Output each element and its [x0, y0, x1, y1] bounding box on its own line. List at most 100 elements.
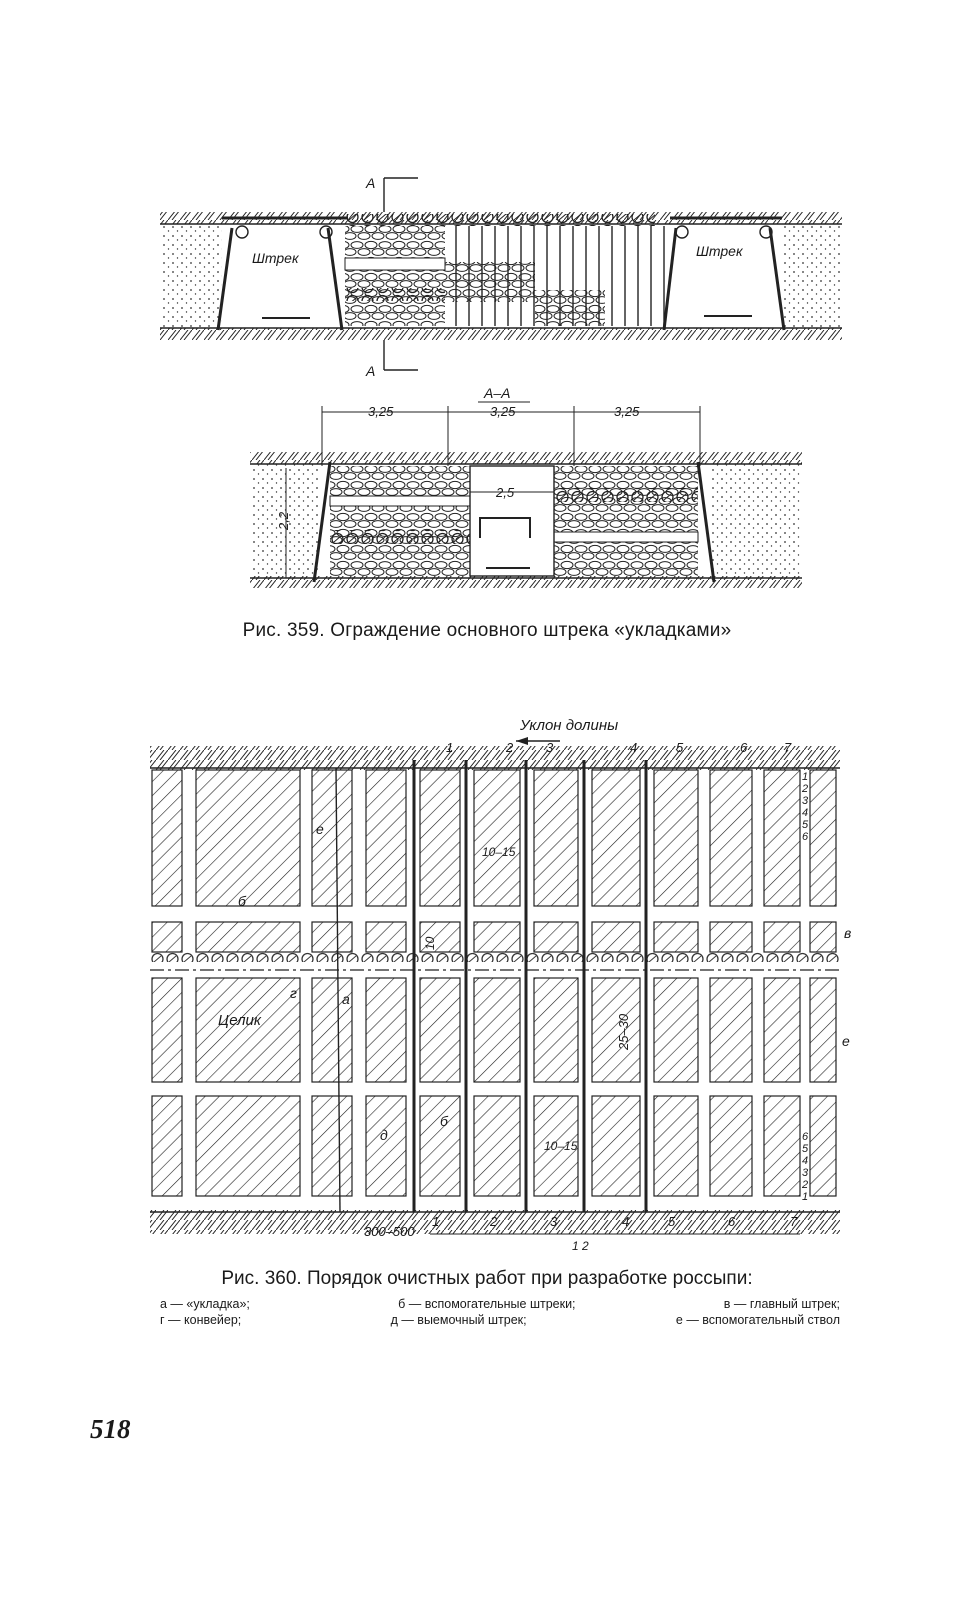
dim-10: 10	[423, 936, 437, 950]
pillar-block	[419, 977, 461, 1083]
legend-d: д — выемочный штрек;	[390, 1313, 527, 1327]
legend-b: б — вспомогательные штреки;	[398, 1297, 576, 1311]
letter-d: д	[380, 1127, 388, 1143]
pillar-block	[533, 1095, 579, 1197]
pillar-block	[809, 1095, 837, 1197]
pillar-block	[195, 977, 301, 1083]
pillar-block	[653, 977, 699, 1083]
pillar-block	[809, 977, 837, 1083]
letter-a: а	[342, 991, 350, 1007]
stage-number: 2	[489, 1214, 498, 1229]
pillar-block	[419, 1095, 461, 1197]
stage-number: 3	[802, 1167, 809, 1179]
pillar-block	[591, 921, 641, 953]
stage-number: 2	[505, 740, 514, 755]
dim-height: 2,2	[276, 511, 291, 531]
pillar-block	[809, 769, 837, 907]
page-number: 518	[90, 1414, 131, 1444]
dim-10-15-bottom: 10–15	[544, 1139, 578, 1153]
pillar-block	[473, 769, 521, 907]
letter-v: в	[844, 925, 851, 941]
stage-number: 2	[801, 1179, 808, 1191]
legend-a: а — «укладка»;	[160, 1297, 250, 1311]
dim-c: 3,25	[614, 404, 640, 419]
letter-e-top: е	[316, 821, 324, 837]
stage-number: 4	[630, 740, 637, 755]
stage-number: 4	[622, 1214, 629, 1229]
stage-number: 6	[728, 1214, 736, 1229]
stage-number: 7	[784, 740, 792, 755]
pillar-block	[763, 769, 801, 907]
pillar-block	[151, 977, 183, 1083]
slope-label: Уклон долины	[519, 717, 618, 734]
letter-e-right: е	[842, 1033, 850, 1049]
pillar-block	[809, 921, 837, 953]
pillar-block	[591, 769, 641, 907]
pillar-block	[365, 769, 407, 907]
pillar-block	[533, 921, 579, 953]
drift-label-right: Штрек	[696, 243, 744, 259]
legend-e: е — вспомогательный ствол	[675, 1313, 840, 1327]
drift-label-left: Штрек	[252, 250, 300, 266]
pillar-block	[365, 1095, 407, 1197]
letter-g: г	[290, 985, 297, 1001]
dim-25-30: 25–30	[616, 1013, 631, 1051]
pillar-block	[709, 769, 753, 907]
pillar-block	[151, 769, 183, 907]
stage-number: 5	[676, 740, 684, 755]
figure-359-caption: Рис. 359. Ограждение основного штрека «у…	[242, 620, 732, 641]
pillar-block	[473, 1095, 521, 1197]
stage-number: 5	[802, 819, 809, 831]
figure-359: Штрек Штрек А А А–А 3,25 3	[160, 175, 842, 588]
pillar-block	[311, 1095, 353, 1197]
section-mark-top: А	[365, 175, 375, 191]
letter-b-bottom: б	[440, 1113, 449, 1129]
dim-b: 3,25	[490, 404, 516, 419]
dim-a: 3,25	[368, 404, 394, 419]
stage-number: 2	[801, 783, 808, 795]
stage-number: 6	[802, 831, 809, 843]
top-stage-numbers: 1 2 3 4 5 6 7	[446, 740, 792, 755]
pillar-block	[473, 977, 521, 1083]
dim-gap: 2,5	[495, 485, 515, 500]
pillar-block	[195, 921, 301, 953]
pillar-block	[151, 1095, 183, 1197]
pillar-block	[763, 977, 801, 1083]
stage-number: 3	[802, 795, 809, 807]
figure-360-caption: Рис. 360. Порядок очистных работ при раз…	[221, 1268, 753, 1289]
pillar-grid	[151, 769, 837, 1197]
pillar-block	[195, 769, 301, 907]
pillar-block	[763, 921, 801, 953]
pillar-block	[365, 977, 407, 1083]
pillar-block	[151, 921, 183, 953]
bottom-extra-numbers: 1 2	[572, 1239, 589, 1253]
dim-300-500: 300–500	[364, 1224, 415, 1239]
stage-number: 4	[802, 1155, 808, 1167]
stage-number: 7	[790, 1214, 798, 1229]
pillar-block	[709, 921, 753, 953]
legend-v: в — главный штрек;	[723, 1297, 840, 1311]
pillar-block	[311, 769, 353, 907]
pillar-block	[591, 977, 641, 1083]
stage-number: 6	[740, 740, 748, 755]
pillar-block	[709, 977, 753, 1083]
drift-longitudinal-view: Штрек Штрек А А	[160, 175, 842, 379]
pillar-label: Целик	[218, 1012, 262, 1029]
stage-number: 3	[546, 740, 554, 755]
stage-number: 1	[446, 740, 453, 755]
pillar-block	[653, 769, 699, 907]
pillar-block	[473, 921, 521, 953]
pillar-block	[533, 977, 579, 1083]
dim-10-15-top: 10–15	[482, 845, 516, 859]
section-a-a: А–А 3,25 3,25 3,25 2,5 2,2	[250, 385, 802, 588]
pillar-block	[311, 921, 353, 953]
pillar-block	[709, 1095, 753, 1197]
stage-number: 5	[802, 1143, 809, 1155]
section-mark-bottom: А	[365, 363, 375, 379]
section-label: А–А	[483, 385, 510, 401]
pillar-block	[195, 1095, 301, 1197]
stage-number: 4	[802, 807, 808, 819]
figure-360: Уклон долины Целик 10–15 10–15 10 25–30 …	[150, 717, 851, 1253]
